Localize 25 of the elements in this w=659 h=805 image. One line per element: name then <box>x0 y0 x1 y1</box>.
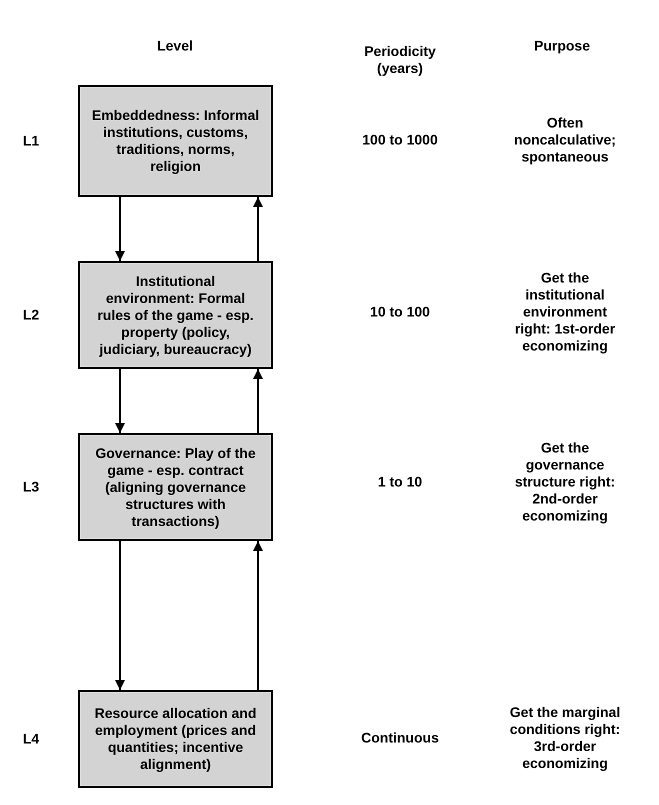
arrow <box>115 197 125 261</box>
arrow <box>115 369 125 433</box>
column-header: Level <box>156 38 194 54</box>
column-header: Periodicity (years) <box>363 43 437 77</box>
arrow <box>253 369 263 433</box>
purpose-label: Get the governance structure right: 2nd-order economizing <box>514 440 616 524</box>
level-box: Governance: Play of the game - esp. contract (aligning governance structures with transactions) <box>78 433 273 541</box>
periodicity-label: 10 to 100 <box>369 304 431 320</box>
periodicity-label: 100 to 1000 <box>361 132 439 148</box>
arrow <box>253 541 263 690</box>
periodicity-label: Continuous <box>360 730 440 746</box>
level-label: L4 <box>22 730 40 748</box>
column-header: Purpose <box>532 38 591 54</box>
arrow <box>115 541 125 690</box>
level-label: L3 <box>22 478 40 496</box>
level-box: Resource allocation and employment (prices and quantities; incentive alignment) <box>78 690 273 788</box>
level-label: L1 <box>22 132 40 150</box>
purpose-label: Get the institutional environment right: 1st-order economizing <box>514 270 616 354</box>
periodicity-label: 1 to 10 <box>376 474 424 490</box>
purpose-label: Often noncalculative; spontaneous <box>513 114 617 166</box>
level-label: L2 <box>22 306 40 324</box>
arrow <box>253 197 263 261</box>
purpose-label: Get the marginal conditions right: 3rd-order economizing <box>508 704 622 772</box>
level-box: Institutional environment: Formal rules of the game - esp. property (policy, judiciary, bureaucracy) <box>78 261 273 369</box>
level-box: Embeddedness: Informal institutions, customs, traditions, norms, religion <box>78 85 273 197</box>
